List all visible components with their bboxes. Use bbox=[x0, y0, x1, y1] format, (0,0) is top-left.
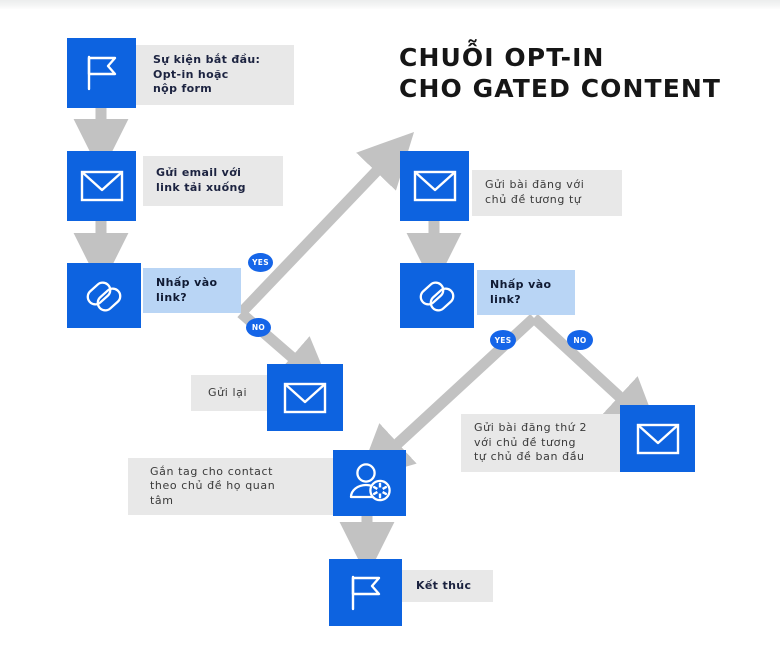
envelope-icon bbox=[636, 422, 680, 456]
node-start[interactable] bbox=[67, 38, 136, 108]
node-send-post-1[interactable] bbox=[400, 151, 469, 221]
node-label-decision-2: Nhấp vào link? bbox=[477, 270, 575, 315]
node-resend[interactable] bbox=[267, 364, 343, 431]
branch-badge-no-decision-2: NO bbox=[567, 330, 593, 350]
node-label-send-post-1: Gửi bài đăng với chủ đề tương tự bbox=[472, 170, 622, 216]
node-label-decision-1: Nhấp vào link? bbox=[143, 268, 241, 313]
page-title: CHUỖI OPT-IN CHO GATED CONTENT bbox=[399, 43, 722, 104]
link-icon bbox=[415, 274, 459, 318]
node-send-post-2[interactable] bbox=[620, 405, 695, 472]
node-decision-1[interactable] bbox=[67, 263, 141, 328]
node-label-end: Kết thúc bbox=[402, 570, 493, 602]
link-icon bbox=[82, 274, 126, 318]
envelope-icon bbox=[283, 381, 327, 415]
person-gear-icon bbox=[347, 462, 393, 504]
node-label-tag-contact: Gắn tag cho contact theo chủ đề họ quan … bbox=[128, 458, 336, 515]
envelope-icon bbox=[413, 169, 457, 203]
node-label-start: Sự kiện bắt đầu: Opt-in hoặc nộp form bbox=[136, 45, 294, 105]
node-decision-2[interactable] bbox=[400, 263, 474, 328]
node-label-send-email: Gửi email với link tải xuống bbox=[143, 156, 283, 206]
flag-icon bbox=[346, 574, 386, 612]
node-tag-contact[interactable] bbox=[333, 450, 406, 516]
branch-badge-yes-decision-1: YES bbox=[248, 253, 273, 272]
branch-badge-yes-decision-2: YES bbox=[490, 330, 516, 350]
top-strip bbox=[0, 0, 780, 9]
envelope-icon bbox=[80, 169, 124, 203]
flag-icon bbox=[82, 54, 122, 92]
node-end[interactable] bbox=[329, 559, 402, 626]
branch-badge-no-decision-1: NO bbox=[246, 318, 271, 337]
node-send-email[interactable] bbox=[67, 151, 136, 221]
